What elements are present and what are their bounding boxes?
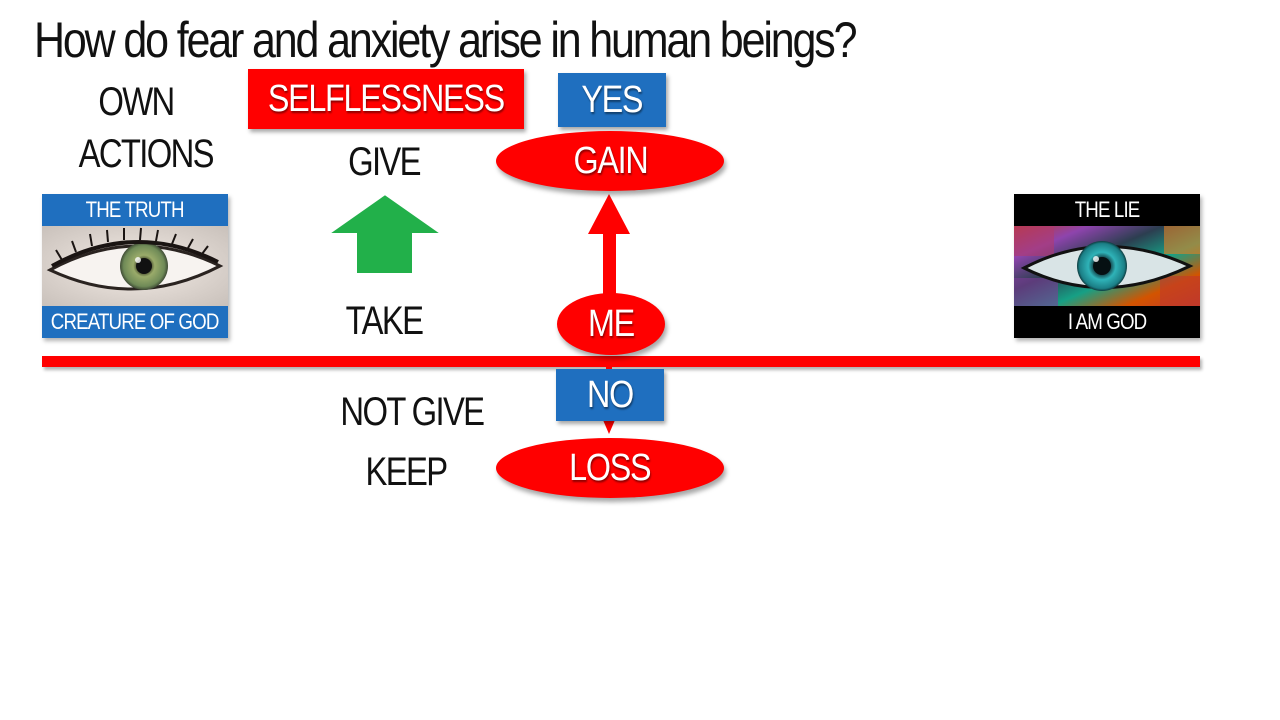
selflessness-text: SELFLESSNESS bbox=[267, 77, 505, 120]
truth-card: THE TRUTH bbox=[42, 194, 228, 338]
lie-card-subtitle: I AM GOD bbox=[1067, 309, 1147, 334]
red-down-arrow-icon bbox=[603, 420, 615, 434]
green-eye-image bbox=[42, 226, 228, 306]
baseline-red-line bbox=[42, 356, 1200, 367]
give-label: GIVE bbox=[348, 140, 421, 184]
colorful-eye-icon bbox=[1014, 226, 1200, 306]
selflessness-box: SELFLESSNESS bbox=[248, 69, 524, 129]
no-text: NO bbox=[587, 373, 634, 416]
me-text: ME bbox=[588, 302, 635, 345]
keep-label: KEEP bbox=[365, 450, 449, 494]
truth-card-title: THE TRUTH bbox=[86, 197, 185, 222]
yes-text: YES bbox=[581, 78, 644, 121]
truth-card-footer: CREATURE OF GOD bbox=[42, 306, 228, 338]
truth-card-subtitle: CREATURE OF GOD bbox=[51, 309, 220, 334]
colorful-eye-image bbox=[1014, 226, 1200, 306]
red-arrow-shaft bbox=[603, 232, 616, 298]
gain-ellipse: GAIN bbox=[496, 131, 724, 191]
not-give-label: NOT GIVE bbox=[340, 390, 485, 434]
red-up-arrow-icon bbox=[588, 194, 630, 234]
lie-card-footer: I AM GOD bbox=[1014, 306, 1200, 338]
page-title: How do fear and anxiety arise in human b… bbox=[34, 12, 858, 68]
lie-card-header: THE LIE bbox=[1014, 194, 1200, 226]
me-ellipse: ME bbox=[557, 293, 665, 355]
actions-label: ACTIONS bbox=[78, 132, 215, 176]
red-short-shaft bbox=[606, 360, 612, 370]
loss-ellipse: LOSS bbox=[496, 438, 724, 498]
take-label: TAKE bbox=[345, 299, 424, 343]
yes-box: YES bbox=[558, 73, 666, 127]
no-box: NO bbox=[556, 369, 664, 421]
loss-text: LOSS bbox=[569, 446, 651, 489]
gain-text: GAIN bbox=[573, 139, 648, 182]
truth-card-header: THE TRUTH bbox=[42, 194, 228, 226]
green-eye-icon bbox=[42, 226, 228, 306]
lie-card-title: THE LIE bbox=[1074, 197, 1141, 222]
lie-card: THE LIE bbox=[1014, 194, 1200, 338]
green-up-arrow-icon bbox=[324, 192, 446, 275]
own-label: OWN bbox=[98, 80, 175, 124]
